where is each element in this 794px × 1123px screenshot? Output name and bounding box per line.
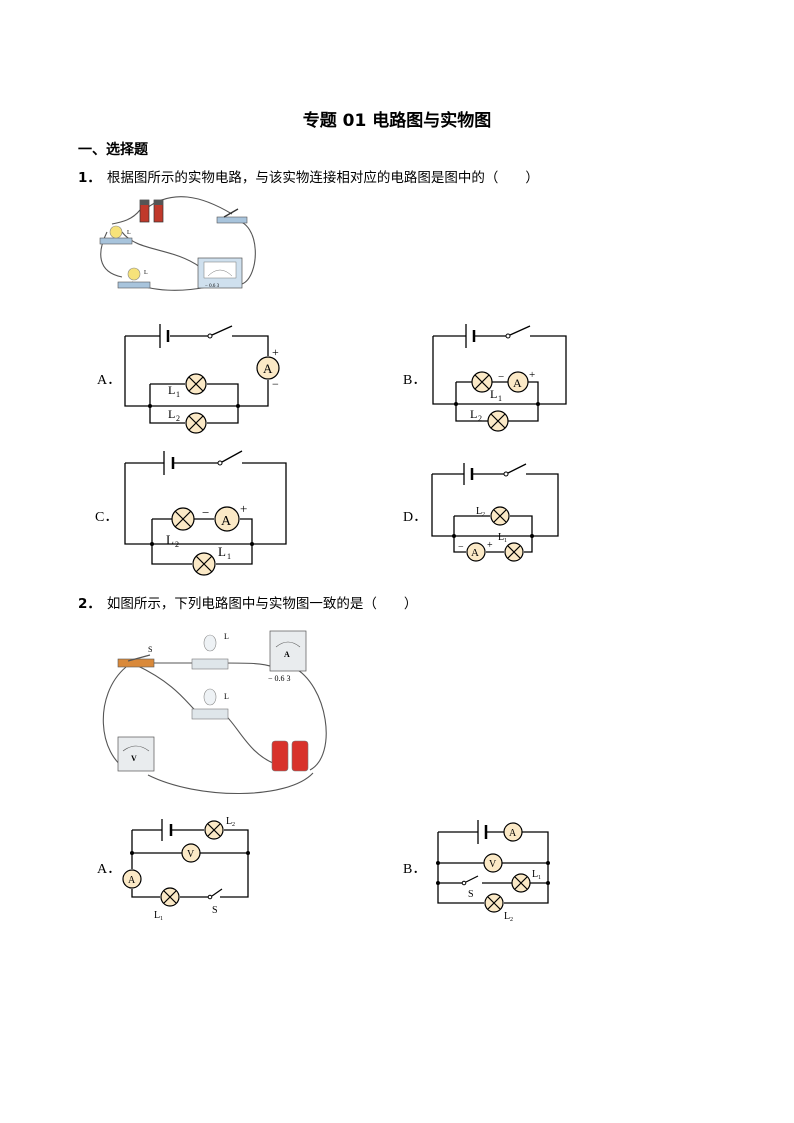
question-text: 如图所示，下列电路图中与实物图一致的是（ ） [106, 596, 418, 612]
svg-text:1: 1 [176, 390, 180, 399]
bulb-l2-icon [109, 225, 123, 239]
svg-text:L: L [504, 911, 510, 922]
svg-text:L: L [490, 387, 497, 401]
option-b-label[interactable]: B． [403, 373, 427, 388]
svg-text:A: A [284, 650, 290, 659]
ammeter-icon [256, 356, 280, 380]
svg-text:S: S [148, 645, 152, 654]
question-number: 1． [78, 170, 101, 186]
svg-text:+: + [240, 501, 247, 516]
svg-text:2: 2 [510, 917, 513, 923]
svg-text:+: + [529, 369, 535, 381]
svg-text:−: − [458, 542, 464, 553]
svg-text:2: 2 [176, 414, 180, 423]
ammeter-icon [507, 371, 529, 393]
svg-text:A: A [221, 514, 232, 529]
svg-text:V: V [489, 859, 497, 870]
svg-text:2: 2 [482, 512, 485, 518]
svg-text:− 0.6 3: − 0.6 3 [205, 284, 220, 289]
section-heading: 一、选择题 [78, 142, 148, 158]
svg-text:2: 2 [232, 822, 235, 828]
svg-text:L: L [154, 910, 160, 921]
svg-text:L: L [168, 407, 175, 421]
switch-icon [216, 216, 248, 224]
ammeter-icon [269, 630, 307, 672]
svg-text:2: 2 [175, 540, 179, 549]
question-number: 2． [78, 596, 101, 612]
svg-text:S: S [212, 905, 218, 916]
ammeter-icon [503, 822, 523, 842]
page-title: 专题 01 电路图与实物图 [302, 111, 492, 131]
svg-text:+: + [272, 345, 279, 359]
svg-text:2: 2 [478, 414, 482, 423]
svg-text:L: L [127, 230, 131, 236]
svg-text:L: L [224, 692, 229, 701]
svg-text:L: L [166, 532, 174, 547]
svg-text:A: A [509, 828, 517, 839]
svg-text:L: L [168, 383, 175, 397]
svg-text:A: A [471, 547, 479, 559]
svg-text:L: L [144, 270, 148, 276]
battery-icon [271, 740, 289, 772]
q2-option-a-label[interactable]: A． [97, 862, 122, 877]
svg-text:A: A [513, 376, 522, 390]
svg-text:L: L [476, 506, 482, 517]
svg-text:L: L [226, 816, 232, 827]
svg-text:1: 1 [538, 875, 541, 881]
svg-text:1: 1 [160, 916, 163, 922]
voltmeter-icon [483, 853, 503, 873]
svg-text:V: V [131, 754, 137, 763]
option-a-label[interactable]: A． [97, 373, 122, 388]
q2-option-b-label[interactable]: B． [403, 862, 427, 877]
svg-text:−: − [272, 377, 279, 391]
svg-text:1: 1 [498, 394, 502, 403]
svg-text:L: L [532, 869, 538, 880]
bulb-l1-icon [203, 634, 217, 652]
question-text: 根据图所示的实物电路，与该实物连接相对应的电路图是图中的（ ） [106, 170, 539, 186]
svg-text:L: L [498, 532, 504, 543]
ammeter-icon [214, 506, 240, 532]
switch-s-icon [117, 658, 155, 668]
question-2: 2． 如图所示，下列电路图中与实物图一致的是（ ） [78, 592, 417, 612]
bulb-l1-icon [127, 267, 141, 281]
svg-text:A: A [128, 875, 136, 886]
voltmeter-icon [117, 736, 155, 772]
svg-text:S: S [468, 889, 474, 900]
q2-physical-circuit-image: S L L A − 0.6 3 V [102, 630, 327, 795]
svg-text:− 0.6 3: − 0.6 3 [268, 674, 291, 683]
option-c-label[interactable]: C． [95, 510, 119, 525]
ammeter-icon [122, 869, 142, 889]
voltmeter-icon [181, 843, 201, 863]
svg-text:L: L [224, 632, 229, 641]
svg-text:−: − [498, 371, 504, 383]
svg-text:V: V [187, 849, 195, 860]
svg-text:1: 1 [227, 552, 231, 561]
svg-text:−: − [202, 505, 209, 520]
svg-text:1: 1 [504, 538, 507, 544]
bulb-l2-icon [203, 688, 217, 706]
q1-physical-circuit-image: L L − 0.6 3 [99, 196, 256, 291]
svg-text:A: A [263, 361, 273, 376]
svg-text:L: L [470, 407, 477, 421]
svg-text:+: + [487, 540, 493, 551]
option-d-label[interactable]: D． [403, 510, 428, 525]
question-1: 1． 根据图所示的实物电路，与该实物连接相对应的电路图是图中的（ ） [78, 166, 539, 186]
svg-text:L: L [218, 544, 226, 559]
ammeter-icon [466, 542, 486, 562]
